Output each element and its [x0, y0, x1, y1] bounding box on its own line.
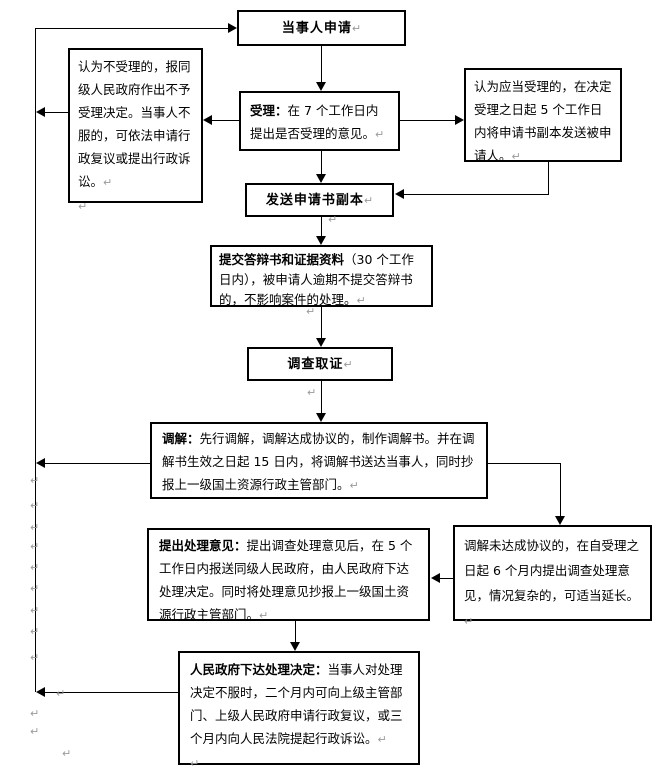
flow-node-accept: 受理：在 7 个工作日内提出是否受理的意见。↵ — [239, 91, 400, 151]
connector-defense-investigate — [321, 307, 322, 338]
arrowhead-into-shouldaccept — [455, 115, 464, 125]
arrowhead-into-sendcopy-side — [395, 189, 404, 199]
arrowhead-into-notaccept — [203, 115, 212, 125]
paragraph-mark: ↵ — [30, 604, 40, 617]
connector-accept-sendcopy — [321, 151, 322, 174]
connector-opinion-decision — [295, 621, 296, 642]
paragraph-mark: ↵ — [349, 479, 359, 492]
arrowhead-into-accept — [316, 82, 326, 91]
arrowhead-into-mediate — [316, 413, 326, 422]
arrowhead-mediate-mainline — [36, 458, 45, 468]
connector-mediate-noagreement — [560, 463, 561, 516]
node-send-copy-label: 发送申请书副本 — [265, 192, 364, 208]
flow-node-apply: 当事人申请↵ — [237, 10, 406, 46]
connector-shouldaccept-sendcopy — [404, 194, 549, 195]
node-mediate-text: 先行调解，调解达成协议的，制作调解书。并在调解书生效之日起 15 日内，将调解书… — [162, 431, 475, 492]
node-not-accept-text: 认为不受理的，报同级人民政府作出不予受理决定。当事人不服的，可依法申请行政复议或… — [78, 59, 191, 189]
paragraph-mark: ↵ — [30, 521, 40, 534]
paragraph-mark: ↵ — [78, 200, 88, 213]
connector-investigate-mediate — [321, 381, 322, 413]
arrowhead-into-investigate — [316, 338, 326, 347]
node-no-agreement-text: 调解未达成协议的，在自受理之日起 6 个月内提出调查处理意见，情况复杂的，可适当… — [464, 538, 640, 603]
node-opinion-text: 提出调查处理意见后，在 5 个工作日内报送同级人民政府，由人民政府下达处理决定。… — [159, 538, 413, 622]
connector-decision-mainline — [45, 692, 178, 693]
flow-node-no-agreement: 调解未达成协议的，在自受理之日起 6 个月内提出调查处理意见，情况复杂的，可适当… — [453, 525, 652, 628]
arrowhead-into-defense — [316, 236, 326, 245]
paragraph-mark: ↵ — [30, 651, 40, 664]
connector-mediate-right — [488, 463, 561, 464]
connector-notaccept-mainline — [45, 112, 68, 113]
arrowhead-into-apply — [228, 23, 237, 33]
connector-noagreement-opinion — [440, 578, 453, 579]
connector-sendcopy-defense — [321, 217, 322, 236]
paragraph-mark: ↵ — [363, 193, 374, 207]
paragraph-mark: ↵ — [351, 21, 362, 35]
node-decision-lead: 人民政府下达处理决定： — [190, 662, 328, 677]
paragraph-mark: ↵ — [377, 733, 387, 746]
paragraph-mark: ↵ — [30, 540, 40, 553]
paragraph-mark: ↵ — [30, 474, 40, 487]
node-mediate-lead: 调解： — [162, 431, 200, 446]
paragraph-mark: ↵ — [103, 176, 113, 189]
paragraph-mark: ↵ — [306, 305, 316, 318]
paragraph-mark: ↵ — [30, 582, 40, 595]
node-decision-text: 当事人对处理决定不服时，二个月内可向上级主管部门、上级人民政府申请行政复议，或三… — [190, 662, 403, 746]
flow-node-decision: 人民政府下达处理决定：当事人对处理决定不服时，二个月内可向上级主管部门、上级人民… — [178, 651, 420, 770]
paragraph-mark: ↵ — [375, 128, 385, 141]
paragraph-mark: ↵ — [190, 757, 200, 770]
flow-node-should-accept: 认为应当受理的，在决定受理之日起 5 个工作日内将申请书副本发送被申请人。↵ — [464, 68, 622, 163]
node-accept-text: 在 7 个工作日内提出是否受理的意见。 — [250, 103, 379, 141]
node-opinion-lead: 提出处理意见： — [159, 538, 247, 553]
paragraph-mark: ↵ — [328, 213, 338, 226]
node-should-accept-text: 认为应当受理的，在决定受理之日起 5 个工作日内将申请书副本发送被申请人。 — [474, 79, 612, 163]
flow-node-opinion: 提出处理意见：提出调查处理意见后，在 5 个工作日内报送同级人民政府，由人民政府… — [147, 528, 430, 622]
node-defense-lead: 提交答辩书和证据资料 — [219, 252, 345, 267]
paragraph-mark: ↵ — [62, 747, 72, 760]
connector-accept-shouldaccept — [400, 120, 455, 121]
connector-main-left-line — [35, 28, 36, 692]
paragraph-mark: ↵ — [30, 725, 40, 738]
connector-top-to-apply — [35, 28, 229, 29]
arrowhead-into-noagreement — [555, 516, 565, 525]
paragraph-mark: ↵ — [30, 499, 40, 512]
flow-node-defense: 提交答辩书和证据资料（30 个工作日内），被申请人逾期不提交答辩书的，不影响案件… — [210, 245, 433, 307]
node-accept-lead: 受理： — [250, 103, 288, 118]
node-apply-label: 当事人申请 — [281, 20, 352, 36]
arrowhead-into-decision — [290, 642, 300, 651]
paragraph-mark: ↵ — [259, 609, 269, 622]
flow-node-send-copy: 发送申请书副本↵ — [245, 183, 394, 217]
arrowhead-decision-mainline — [36, 687, 45, 697]
connector-shouldaccept-down — [548, 162, 549, 195]
connector-accept-notaccept — [212, 120, 239, 121]
node-defense-text: （30 个工作日内），被申请人逾期不提交答辩书的，不影响案件的处理。 — [219, 252, 414, 307]
paragraph-mark: ↵ — [343, 357, 353, 371]
paragraph-mark: ↵ — [307, 386, 317, 399]
flow-node-mediate: 调解：先行调解，调解达成协议的，制作调解书。并在调解书生效之日起 15 日内，将… — [150, 422, 488, 499]
flow-node-investigate: 调查取证↵ — [247, 347, 393, 381]
node-investigate-label: 调查取证 — [287, 356, 344, 372]
paragraph-mark: ↵ — [356, 294, 366, 307]
paragraph-mark: ↵ — [30, 707, 40, 720]
arrowhead-into-sendcopy — [316, 174, 326, 183]
connector-mediate-mainline — [45, 463, 150, 464]
connector-apply-accept — [321, 46, 322, 82]
paragraph-mark: ↵ — [464, 615, 474, 628]
paragraph-mark: ↵ — [30, 561, 40, 574]
arrowhead-notaccept-mainline — [36, 107, 45, 117]
arrowhead-into-opinion — [431, 573, 440, 583]
flow-node-not-accept: 认为不受理的，报同级人民政府作出不予受理决定。当事人不服的，可依法申请行政复议或… — [68, 48, 203, 213]
paragraph-mark: ↵ — [30, 625, 40, 638]
paragraph-mark: ↵ — [511, 150, 521, 163]
paragraph-mark: ↵ — [56, 687, 66, 700]
